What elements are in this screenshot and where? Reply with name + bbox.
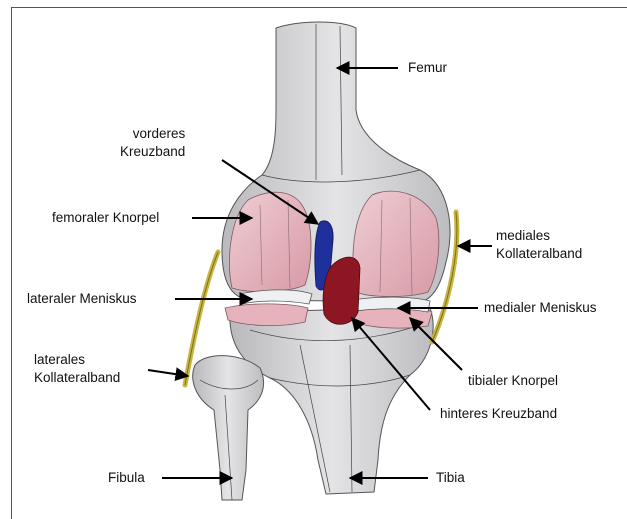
label-lateraler-meniskus: lateraler Meniskus — [27, 290, 137, 308]
label-fibula: Fibula — [108, 469, 145, 487]
tibial-cartilage-left — [225, 304, 308, 326]
label-femur: Femur — [408, 59, 447, 77]
label-vorderes-kreuzband-line1: vorderes — [120, 125, 185, 143]
lateral-meniscus — [240, 290, 312, 304]
label-tibialer-knorpel: tibialer Knorpel — [468, 372, 558, 390]
label-femoraler-knorpel: femoraler Knorpel — [52, 209, 159, 227]
label-tibia: Tibia — [436, 469, 465, 487]
label-laterales-kollateralband-line2: Kollateralband — [34, 369, 120, 387]
femoral-cartilage-right — [353, 191, 439, 296]
label-medialer-meniskus: medialer Meniskus — [484, 299, 597, 317]
label-vorderes-kreuzband: vorderes Kreuzband — [120, 125, 185, 161]
label-laterales-kollateralband-line1: laterales — [34, 351, 120, 369]
label-mediales-kollateralband-line2: Kollateralband — [496, 245, 582, 263]
label-mediales-kollateralband: mediales Kollateralband — [496, 227, 582, 263]
arrow-laterales-kollateralband — [148, 370, 188, 376]
label-vorderes-kreuzband-line2: Kreuzband — [120, 143, 185, 161]
label-laterales-kollateralband: laterales Kollateralband — [34, 351, 120, 387]
label-hinteres-kreuzband: hinteres Kreuzband — [440, 405, 557, 423]
tibia-bone — [230, 308, 433, 494]
label-mediales-kollateralband-line1: mediales — [496, 227, 582, 245]
